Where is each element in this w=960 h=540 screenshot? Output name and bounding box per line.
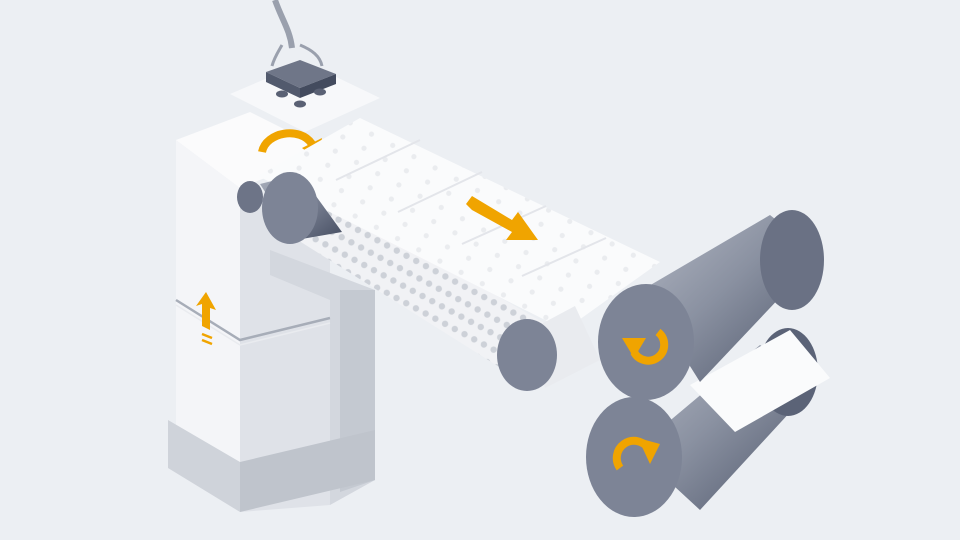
gripper-head-top — [266, 60, 336, 88]
output-sheet-surface — [690, 330, 830, 432]
lower-roller-face — [586, 397, 682, 517]
upper-roller-face — [598, 284, 694, 400]
suction-cup — [276, 90, 288, 98]
arrow-up-icon — [196, 292, 216, 346]
sheet-edge — [521, 237, 607, 277]
sheet-edge — [397, 171, 483, 213]
rear-roller-axle — [237, 181, 263, 213]
machine-column — [168, 112, 375, 512]
suction-cup — [294, 100, 306, 108]
front-conveyor-roller — [497, 306, 600, 391]
rotate-clockwise-icon — [612, 436, 660, 471]
column-base-front — [168, 420, 240, 512]
suction-gripper — [266, 0, 336, 108]
rear-roller — [237, 172, 342, 244]
column-seam-highlight — [175, 304, 331, 346]
front-conveyor-roller-face — [497, 319, 557, 391]
column-top-face — [176, 112, 330, 188]
belt-perforations — [285, 200, 565, 380]
upper-roller — [598, 210, 824, 400]
rear-roller-face — [262, 172, 318, 244]
column-seam — [175, 298, 331, 342]
suction-cup — [314, 88, 326, 96]
arrow-right-down-icon — [466, 196, 538, 240]
rotate-counterclockwise-icon — [622, 328, 669, 365]
output-sheet — [690, 330, 830, 432]
column-base-right — [240, 430, 375, 512]
conveyor-belt-lower — [285, 200, 565, 380]
sheet-edge — [335, 139, 421, 181]
gripper-cable — [272, 0, 295, 49]
